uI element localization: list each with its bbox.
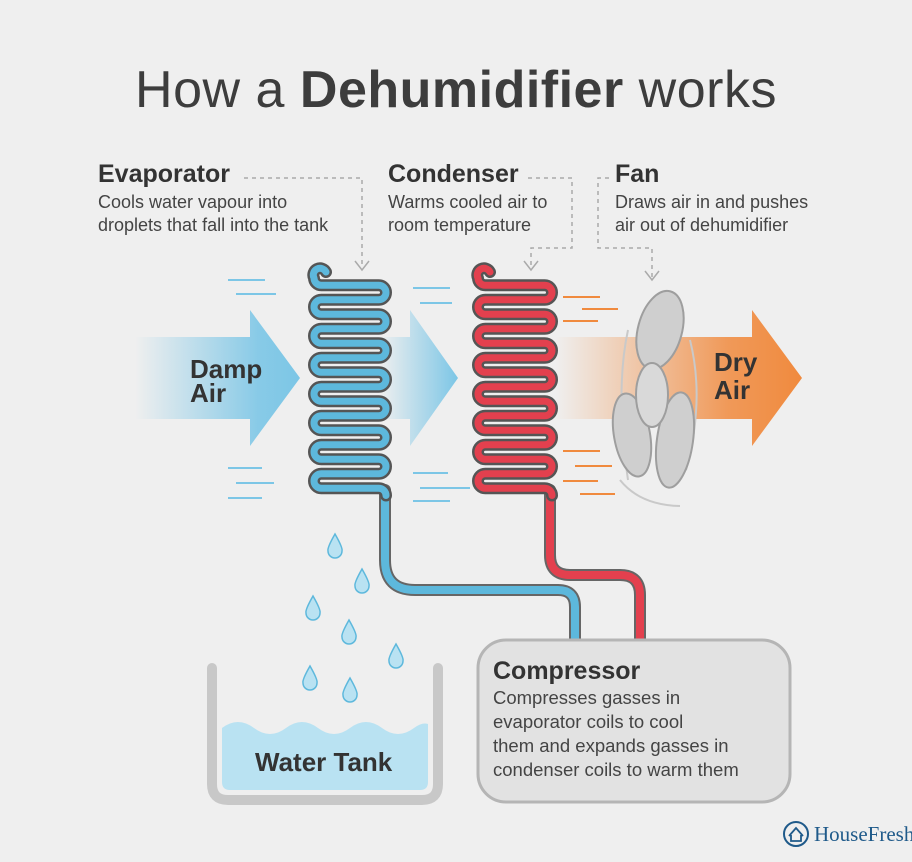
cooled-air-arrow — [380, 310, 458, 446]
damp-air-flow-lines — [228, 279, 470, 502]
evaporator-heading: Evaporator — [98, 160, 230, 188]
evaporator-desc-line2: droplets that fall into the tank — [98, 215, 329, 235]
evaporator-desc-line1: Cools water vapour into — [98, 192, 288, 212]
leader-lines — [244, 177, 653, 278]
condenser-desc-line2: room temperature — [388, 215, 532, 235]
water-droplet-icon — [341, 618, 357, 645]
condenser-desc-line1: Warms cooled air to — [388, 192, 548, 212]
dry-air-label-line1: Dry — [714, 347, 758, 377]
compressor-heading: Compressor — [493, 657, 641, 685]
fan-icon — [611, 289, 698, 507]
water-droplets — [302, 532, 404, 703]
brand: HouseFresh — [782, 818, 912, 850]
dry-air-flow-lines — [563, 296, 618, 495]
evaporator-pipe — [379, 484, 581, 646]
compressor-desc-line1: Compresses gasses in — [493, 687, 681, 708]
water-tank — [207, 663, 443, 805]
house-logo-icon — [783, 821, 809, 847]
water-droplet-icon — [342, 676, 358, 703]
water-droplet-icon — [388, 642, 404, 669]
damp-air-label-line1: Damp — [190, 354, 263, 384]
compressor-desc-line2: evaporator coils to cool — [493, 711, 684, 732]
damp-air-label-line2: Air — [190, 378, 227, 408]
compressor-desc-line3: them and expands gasses in — [493, 735, 729, 756]
leader-arrowheads — [354, 260, 660, 282]
title-prefix: How a — [135, 61, 285, 119]
title-bold: Dehumidifier — [299, 61, 624, 119]
brand-name: HouseFresh — [814, 821, 912, 846]
evap-coil-fill — [309, 264, 390, 499]
water-droplet-icon — [354, 567, 370, 594]
fan-desc-line1: Draws air in and pushes — [615, 192, 809, 212]
water-droplet-icon — [327, 532, 343, 559]
water-droplet-icon — [302, 664, 318, 691]
page-title: How a Dehumidifier works — [0, 60, 912, 120]
condenser-heading: Condenser — [388, 160, 519, 188]
compressor-box — [476, 638, 792, 804]
compressor-desc-line4: condenser coils to warm them — [493, 759, 739, 780]
condenser-pipe — [544, 484, 646, 646]
fan-desc-line2: air out of dehumidifier — [615, 215, 789, 235]
water-tank-label: Water Tank — [255, 747, 393, 777]
fan-heading: Fan — [615, 160, 660, 188]
dry-air-label-line2: Air — [714, 375, 751, 405]
cond-coil-fill — [473, 264, 556, 499]
title-suffix: works — [638, 61, 777, 119]
water-droplet-icon — [305, 594, 321, 621]
evaporator-coil — [307, 262, 392, 502]
damp-air-arrow — [135, 310, 300, 446]
condenser-coil — [471, 262, 558, 502]
